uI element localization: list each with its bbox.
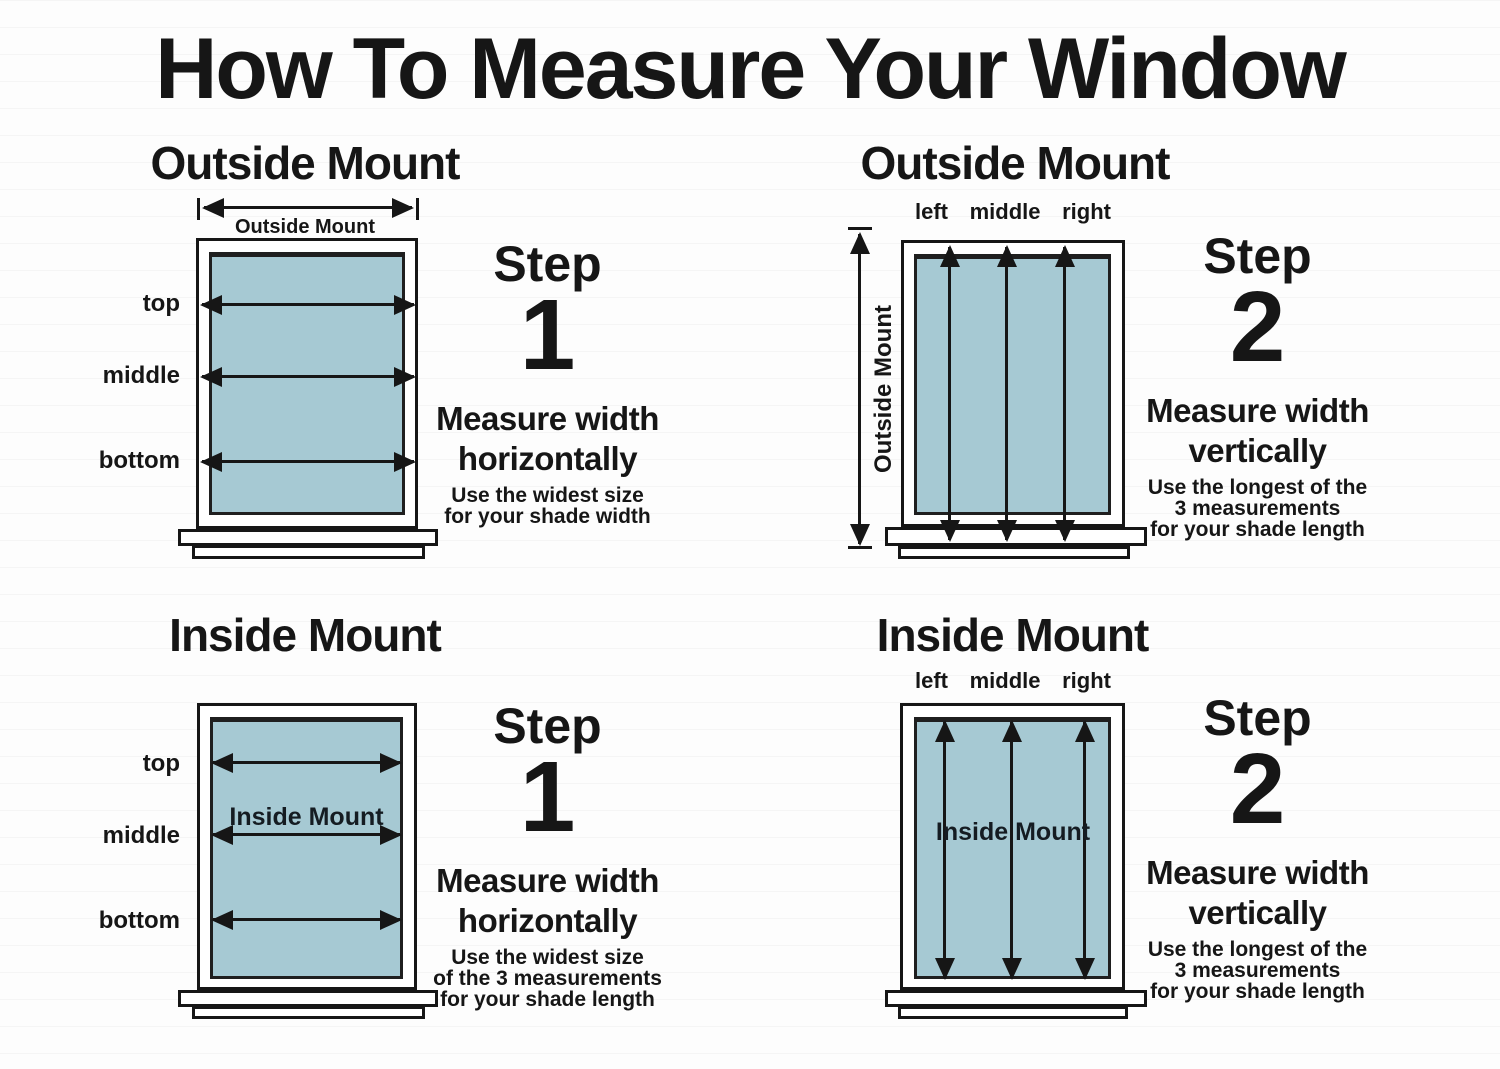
step-instruction: horizontally [457,439,638,477]
glass-label-inside-mount: Inside Mount [935,818,1091,846]
row-label-bottom: bottom [98,447,180,474]
step-instruction: Measure width [1146,853,1369,891]
window-stool [178,990,438,1007]
step-1-block-horizontal-inside: Step 1 Measure width horizontally Use th… [425,700,670,1010]
width-arrow-middle [213,833,400,836]
measure-tick-top [848,227,872,230]
window-apron [192,545,425,559]
window-apron [192,1006,425,1019]
col-label-right: right [1062,668,1111,693]
step-instruction: Measure width [436,399,659,437]
heading-outside-mount-horizontal: Outside Mount [150,137,461,189]
step-word: Step [1203,690,1312,746]
step-instruction: horizontally [457,901,638,939]
step-note: Use the widest size [451,484,644,507]
col-label-right: right [1062,199,1111,224]
col-label-middle: middle [969,199,1041,224]
height-arrow-left [943,722,946,978]
heading-outside-mount-vertical: Outside Mount [860,137,1171,189]
window-glass [209,252,405,515]
step-instruction: Measure width [436,861,659,899]
step-instruction: vertically [1188,431,1327,469]
col-label-middle: middle [969,668,1041,693]
step-2-block-vertical: Step 2 Measure width vertically Use the … [1135,230,1380,540]
step-number: 1 [519,740,576,853]
window-stool [885,990,1147,1007]
row-label-middle: middle [102,822,180,849]
column-labels: left middle right [915,201,1111,223]
step-number: 1 [519,278,576,391]
step-note: Use the widest size [451,946,644,969]
width-arrow-middle [202,375,414,378]
width-arrow-top [202,303,414,306]
step-word: Step [493,698,602,754]
width-arrow-bottom [202,460,414,463]
window-glass [210,717,403,979]
measure-tick-right [416,198,419,220]
step-note: of the 3 measurements [433,967,662,990]
height-arrow-right [1083,722,1086,978]
height-arrow-right [1063,247,1066,540]
width-measure-arrow [204,206,412,209]
measure-arrow-label-vertical: Outside Mount [870,305,897,473]
step-note: Use the longest of the [1147,476,1368,499]
step-number: 2 [1229,732,1286,845]
step-2-block-vertical-inside: Step 2 Measure width vertically Use the … [1135,692,1380,1002]
step-note: for your shade length [440,988,655,1011]
window-apron [898,546,1130,559]
step-number: 2 [1229,270,1286,383]
step-note: for your shade width [444,505,651,528]
step-instruction: vertically [1188,893,1327,931]
height-measure-arrow [858,234,861,544]
measure-tick-bottom [848,546,872,549]
measure-arrow-label: Outside Mount [235,216,375,238]
step-instruction: Measure width [1146,391,1369,429]
page-title: How To Measure Your Window [155,21,1347,117]
col-label-left: left [915,199,948,224]
heading-inside-mount-horizontal: Inside Mount [169,609,442,661]
height-arrow-left [948,247,951,540]
step-note: 3 measurements [1174,959,1341,982]
height-arrow-middle [1010,722,1013,978]
row-label-bottom: bottom [98,907,180,934]
window-apron [898,1006,1128,1019]
step-word: Step [493,236,602,292]
step-note: 3 measurements [1174,497,1341,520]
step-note: for your shade length [1150,518,1365,541]
row-label-middle: middle [102,362,180,389]
row-label-top: top [142,750,180,777]
column-labels: left middle right [915,670,1111,692]
step-word: Step [1203,228,1312,284]
step-note: for your shade length [1150,980,1365,1003]
col-label-left: left [915,668,948,693]
row-label-top: top [142,290,180,317]
measure-tick-left [197,198,200,220]
window-glass [914,254,1111,515]
width-arrow-top [213,761,400,764]
window-stool [178,529,438,546]
width-arrow-bottom [213,918,400,921]
height-arrow-middle [1005,247,1008,540]
glass-label-inside-mount: Inside Mount [229,803,384,831]
step-1-block-horizontal: Step 1 Measure width horizontally Use th… [425,238,670,527]
step-note: Use the longest of the [1147,938,1368,961]
heading-inside-mount-vertical: Inside Mount [876,609,1150,661]
